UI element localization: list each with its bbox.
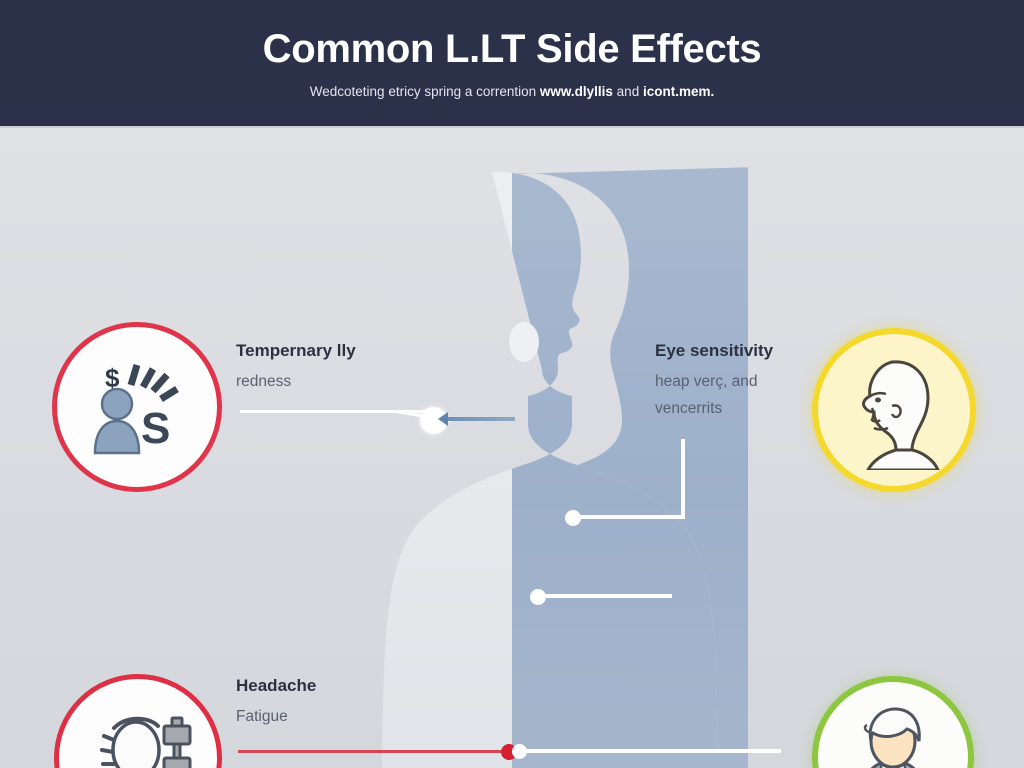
callout-top-left: Tempernary lly redness: [236, 340, 356, 394]
headache-person-icon[interactable]: [54, 674, 222, 768]
page-subtitle: Wedcoteting etricy spring a corrention w…: [310, 84, 714, 99]
stressed-person-icon[interactable]: $ S: [52, 322, 222, 492]
callout-top-right-body-line-2: vencerrits: [655, 399, 723, 417]
callout-bottom-left: Headache Fatigue: [236, 675, 316, 729]
leader-line-bottom-right: [519, 749, 781, 753]
subtitle-link-1: www.dlyllis: [539, 83, 613, 99]
callout-bottom-left-body: Fatigue: [236, 708, 288, 726]
leader-line-neck-horizontal: [573, 515, 685, 519]
human-body-silhouette: [278, 166, 748, 768]
infographic-stage: Tempernary lly redness Eye sensitivity h…: [0, 128, 1024, 768]
subtitle-text-1: Wedcoteting etricy spring a corrention: [309, 83, 540, 99]
callout-top-left-body: redness: [236, 373, 292, 391]
arrow-pointer-eye-icon: [438, 412, 515, 426]
page-title: Common L.LT Side Effects: [262, 26, 762, 71]
page-header: Common L.LT Side Effects Wedcoteting etr…: [0, 0, 1024, 126]
callout-top-right-body-line-1: heap verç, and: [655, 373, 758, 391]
svg-text:S: S: [141, 404, 170, 453]
head-profile-icon[interactable]: [812, 328, 976, 492]
leader-line-neck-vertical: [681, 439, 685, 519]
person-avatar-icon[interactable]: [812, 676, 974, 768]
leader-line-top-left: [240, 410, 440, 413]
subtitle-text-2: and: [612, 83, 643, 99]
callout-top-right: Eye sensitivity heap verç, and vencerrit…: [655, 340, 773, 420]
callout-bottom-left-title: Headache: [236, 676, 317, 695]
callout-top-right-title: Eye sensitivity: [655, 341, 774, 360]
leader-line-shoulder: [538, 594, 672, 598]
callout-top-left-title: Tempernary lly: [236, 341, 356, 360]
leader-line-bottom-left-red: [238, 750, 514, 753]
header-divider: [0, 126, 1024, 128]
svg-text:$: $: [105, 363, 120, 393]
subtitle-link-2: icont.mem.: [642, 83, 715, 99]
